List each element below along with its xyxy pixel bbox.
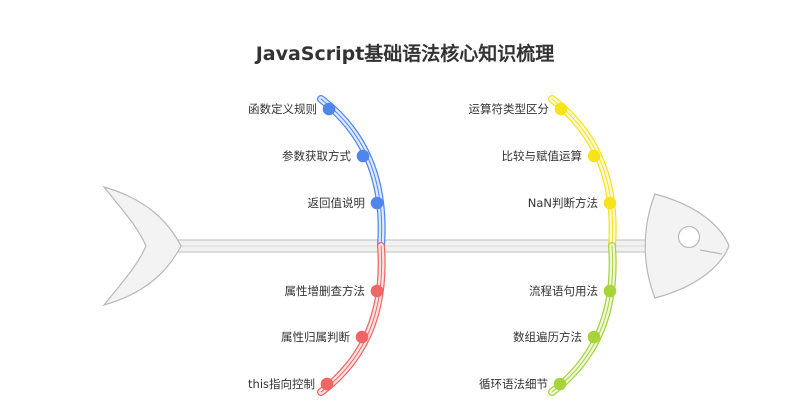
- branch-label: 流程语句用法: [529, 284, 598, 298]
- fish-eye: [677, 225, 701, 249]
- fish-spine: [169, 239, 649, 253]
- branch-label: 函数定义规则: [248, 102, 317, 116]
- branch-center-line: [320, 245, 383, 393]
- fish-tail: [102, 185, 182, 307]
- branch-node: [355, 330, 369, 344]
- branch-node: [587, 149, 601, 163]
- branch-band-fill: [549, 243, 616, 395]
- branch-label: 属性增删查方法: [285, 284, 366, 298]
- branch-label: 循环语法细节: [479, 377, 548, 391]
- branch-node: [370, 284, 384, 298]
- branch-band-fill: [549, 96, 616, 249]
- branch-node: [322, 102, 336, 116]
- branch-node: [320, 377, 334, 391]
- branch-band-fill: [318, 96, 385, 249]
- branch-label: 数组遍历方法: [513, 330, 582, 344]
- diagram-title: JavaScript基础语法核心知识梳理: [254, 42, 555, 65]
- branch-center-line: [320, 98, 383, 247]
- branch-node: [356, 149, 370, 163]
- branch-center-line: [551, 98, 614, 247]
- branch-label: this指向控制: [248, 377, 315, 391]
- branch-label: 参数获取方式: [282, 149, 351, 163]
- branch-label: 属性归属判断: [281, 330, 350, 344]
- branch-label: 返回值说明: [308, 196, 366, 210]
- branch-band-fill: [318, 243, 385, 395]
- branch-label: 比较与赋值运算: [502, 149, 583, 163]
- branch-node: [603, 284, 617, 298]
- branch-label: 运算符类型区分: [469, 102, 550, 116]
- branch-node: [587, 330, 601, 344]
- branch-node: [553, 377, 567, 391]
- branch-center-line: [551, 245, 614, 393]
- branch-node: [554, 102, 568, 116]
- branch-label: NaN判断方法: [528, 196, 598, 210]
- branch-node: [370, 196, 384, 210]
- branch-node: [603, 196, 617, 210]
